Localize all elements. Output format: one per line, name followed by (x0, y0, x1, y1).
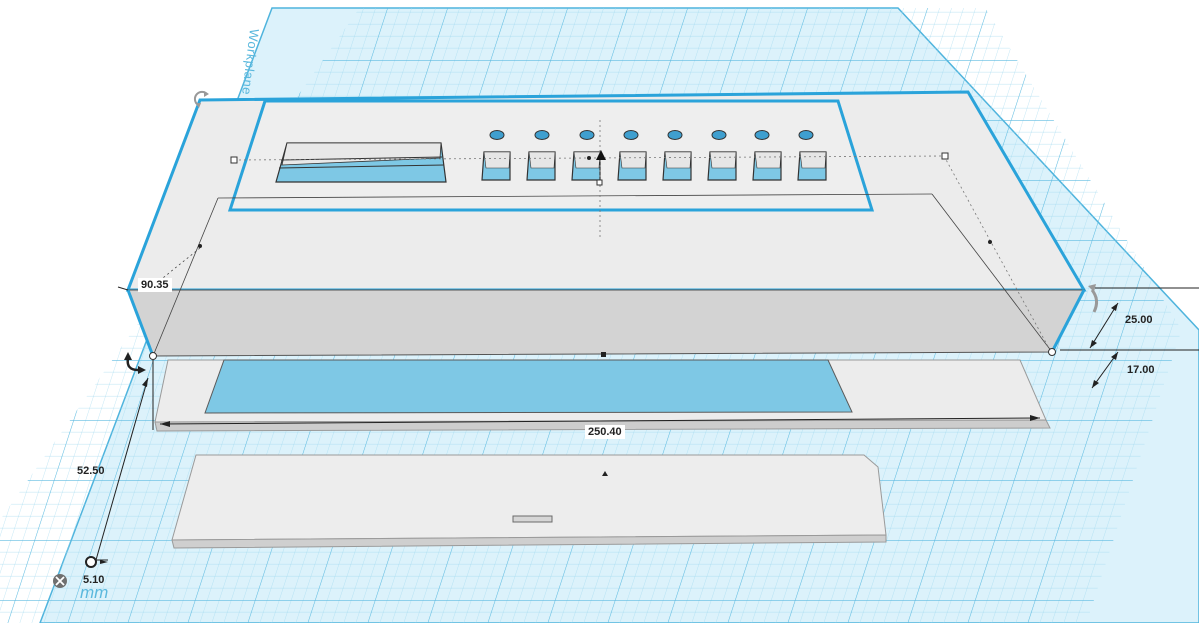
enclosure-front-face (127, 289, 1085, 357)
corner-handle[interactable] (1048, 348, 1056, 356)
corner-handle[interactable] (149, 352, 157, 360)
button-cutout (707, 151, 737, 181)
elevation-dimension-label[interactable]: 17.00 (1127, 364, 1155, 376)
button-cutout (481, 151, 511, 181)
edge-handle[interactable] (198, 244, 202, 248)
dimension-width (152, 360, 1041, 430)
offset-y-dimension-label[interactable]: 52.50 (77, 465, 105, 477)
led-hole (579, 130, 595, 140)
depth-dimension-label[interactable]: 90.35 (138, 278, 172, 292)
button-cutout (526, 151, 556, 181)
button-cutout (662, 151, 692, 181)
button-cutout (571, 151, 601, 181)
lift-cone-handle[interactable] (596, 150, 606, 160)
dimension-depth (117, 286, 129, 291)
dimension-elevation (1091, 351, 1119, 389)
led-hole (623, 130, 639, 140)
led-hole (798, 130, 814, 140)
selection-handles[interactable] (149, 150, 1056, 360)
button-cutout (752, 151, 782, 181)
resize-handle[interactable] (941, 152, 949, 160)
led-hole (534, 130, 550, 140)
offset-x-dimension-label[interactable]: 5.10 (83, 574, 105, 586)
button-cutout (797, 151, 827, 181)
led-hole (667, 130, 683, 140)
button-cutout (617, 151, 647, 181)
resize-handle[interactable] (230, 156, 238, 164)
lid-center-marker (602, 471, 608, 476)
snap-grid-icon[interactable] (53, 574, 67, 588)
center-handle[interactable] (587, 156, 591, 160)
enclosure-base-frame[interactable] (154, 359, 1051, 432)
rotate-handle-bottom-left[interactable] (124, 352, 146, 374)
led-hole-row (489, 130, 814, 140)
button-cutout-row (481, 151, 827, 181)
led-hole (711, 130, 727, 140)
rotate-handle-top-left[interactable] (193, 90, 209, 108)
led-hole (489, 130, 505, 140)
edge-handle[interactable] (601, 352, 606, 357)
lid-slot (512, 515, 553, 523)
width-dimension-label[interactable]: 250.40 (585, 425, 625, 439)
unit-label: mm (80, 583, 109, 602)
enclosure-lid[interactable] (171, 454, 887, 549)
led-hole (754, 130, 770, 140)
height-dimension-label[interactable]: 25.00 (1125, 314, 1153, 326)
origin-marker[interactable] (85, 556, 108, 568)
edge-handle[interactable] (988, 240, 992, 244)
resize-handle[interactable] (596, 179, 603, 186)
dimension-offset-y (95, 377, 149, 561)
rotate-handle-right[interactable] (1088, 284, 1099, 313)
base-frame-opening (204, 359, 853, 414)
dimension-height (1060, 287, 1199, 351)
enclosure-body[interactable] (125, 90, 1087, 360)
display-cutout (275, 142, 447, 183)
